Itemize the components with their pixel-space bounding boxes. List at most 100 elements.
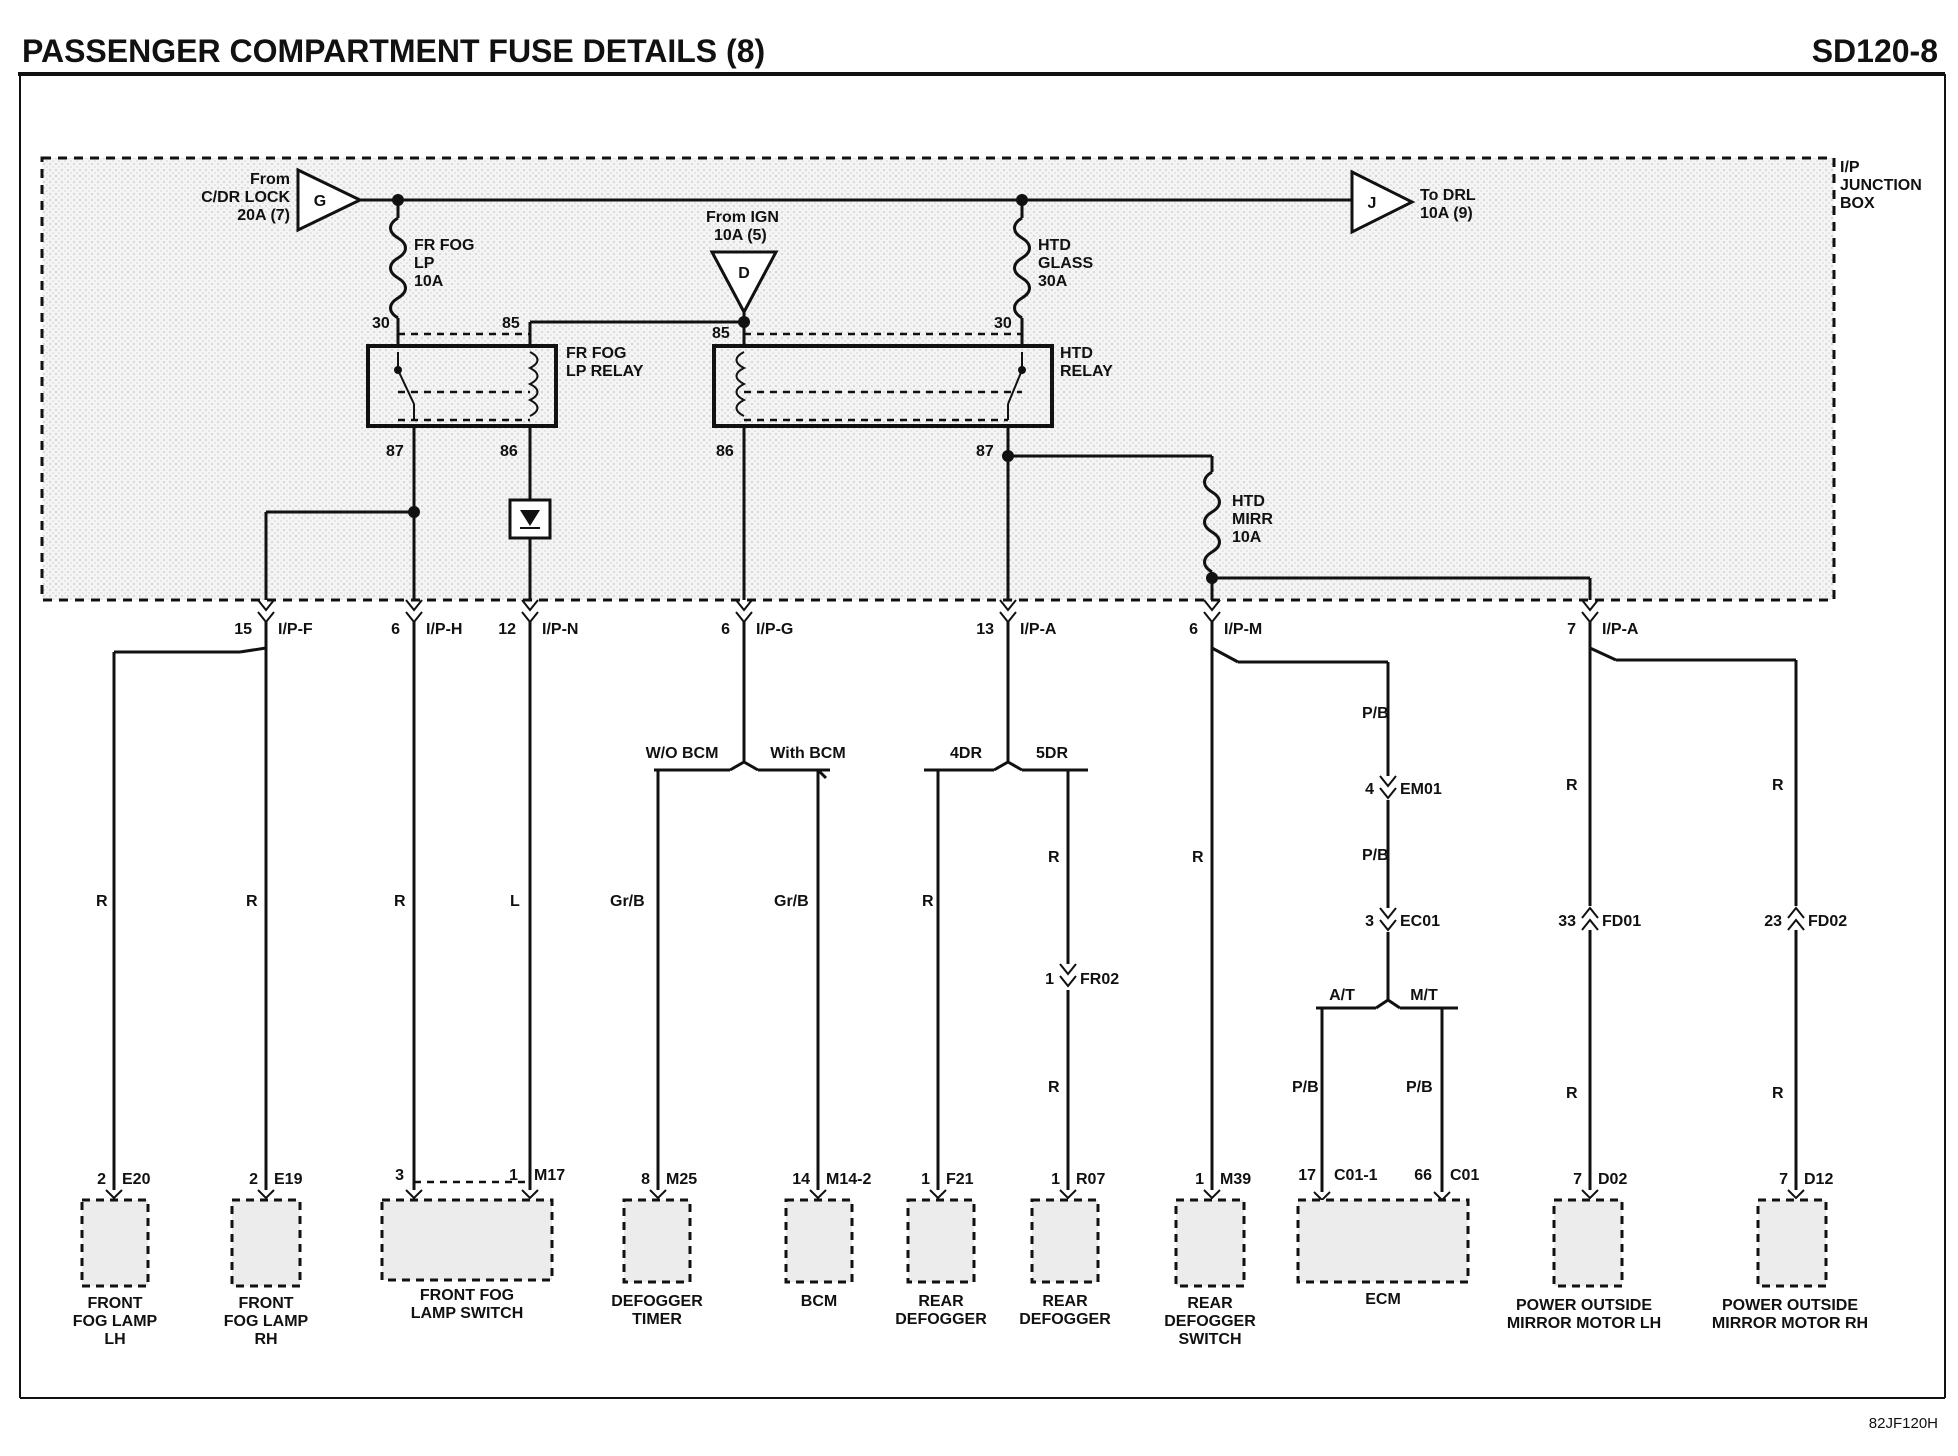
component-pin: 7 <box>1573 1171 1582 1188</box>
wire-color: R <box>1772 777 1784 794</box>
wire-color: L <box>510 893 520 910</box>
diode-icon <box>520 510 540 526</box>
source-j-letter: J <box>1368 195 1377 212</box>
wire <box>816 768 828 780</box>
component-connector: E20 <box>122 1171 151 1188</box>
component-connector: M17 <box>534 1167 565 1184</box>
split-label: 4DR <box>950 745 982 762</box>
relay-fog-pin: 86 <box>500 443 518 460</box>
source-j-label: To DRL <box>1420 187 1476 204</box>
wire-color: R <box>1566 777 1578 794</box>
component-label: TIMER <box>632 1311 682 1328</box>
component-pin: 3 <box>395 1167 404 1184</box>
component-label: FOG LAMP <box>73 1313 158 1330</box>
fuse-htd-glass-symbol <box>1013 216 1031 320</box>
connector-name: I/P-H <box>426 621 462 638</box>
component-rear-defogger-4dr: 1 F21 REAR DEFOGGER <box>895 1171 987 1328</box>
wire-color: Gr/B <box>610 893 645 910</box>
component-bcm: 14 M14-2 BCM <box>784 1171 871 1310</box>
component-pin: 1 <box>921 1171 930 1188</box>
relay-htd-pin: 30 <box>994 315 1012 332</box>
connector-pin: 23 <box>1764 913 1782 930</box>
connector-name: I/P-M <box>1224 621 1262 638</box>
connector-name: I/P-F <box>278 621 313 638</box>
relay-htd-pin: 87 <box>976 443 994 460</box>
component-connector: E19 <box>274 1171 303 1188</box>
split-label: A/T <box>1329 987 1355 1004</box>
source-g-label: From <box>250 171 290 188</box>
component-connector: D12 <box>1804 1171 1833 1188</box>
relay-htd-pin: 85 <box>712 325 730 342</box>
junction-box-label: BOX <box>1840 195 1875 212</box>
fuse-htd-mirr-label: HTD <box>1232 493 1265 510</box>
wire-color: R <box>922 893 934 910</box>
relay-htd-label: RELAY <box>1060 363 1113 380</box>
wire-color: R <box>1192 849 1204 866</box>
component-pin: 2 <box>249 1171 258 1188</box>
junction-box <box>40 156 1836 602</box>
wire-color: R <box>246 893 258 910</box>
wire-color: P/B <box>1292 1079 1319 1096</box>
wire-color: R <box>1048 849 1060 866</box>
connector-fd02: 23 FD02 <box>1764 906 1847 931</box>
connector-pin: 1 <box>1045 971 1054 988</box>
wire-color: Gr/B <box>774 893 809 910</box>
relay-fog-box <box>366 344 558 428</box>
component-label: POWER OUTSIDE <box>1516 1297 1652 1314</box>
source-g-label: C/DR LOCK <box>201 189 290 206</box>
component-rear-defogger-switch: 1 M39 REAR DEFOGGER SWITCH <box>1164 1171 1256 1348</box>
component-label: FRONT <box>87 1295 142 1312</box>
connector-ipa2: 7 I/P-A <box>1567 599 1639 638</box>
page-code: SD120-8 <box>1812 33 1938 69</box>
component-label: REAR <box>918 1293 964 1310</box>
connector-name: FD02 <box>1808 913 1847 930</box>
fuse-htd-mirr-label: 10A <box>1232 529 1262 546</box>
component-pin: 1 <box>1195 1171 1204 1188</box>
component-connector: M39 <box>1220 1171 1251 1188</box>
connector-name: EC01 <box>1400 913 1440 930</box>
component-label: MIRROR MOTOR RH <box>1712 1315 1868 1332</box>
component-connector: C01 <box>1450 1167 1479 1184</box>
connector-em01: 4 EM01 <box>1365 775 1442 800</box>
connector-name: I/P-A <box>1020 621 1057 638</box>
source-d-letter: D <box>738 265 750 282</box>
component-pin: 66 <box>1414 1167 1432 1184</box>
component-front-fog-lamp-lh: 2 E20 FRONT FOG LAMP LH <box>73 1171 158 1348</box>
relay-fog-pin: 85 <box>502 315 520 332</box>
connector-name: FD01 <box>1602 913 1641 930</box>
component-label: ECM <box>1365 1291 1401 1308</box>
wire-color: R <box>1566 1085 1578 1102</box>
source-j-triangle <box>1350 169 1416 235</box>
wire <box>1589 646 1617 662</box>
component-pin: 1 <box>1051 1171 1060 1188</box>
component-label: RH <box>254 1331 277 1348</box>
wire-color: R <box>1048 1079 1060 1096</box>
component-pin: 7 <box>1779 1171 1788 1188</box>
wire <box>1211 646 1239 664</box>
connector-fd01: 33 FD01 <box>1558 906 1641 931</box>
wire-color: P/B <box>1362 705 1389 722</box>
fuse-fr-fog-label: LP <box>414 255 435 272</box>
wire-color: P/B <box>1406 1079 1433 1096</box>
component-label: DEFOGGER <box>611 1293 703 1310</box>
component-front-fog-lamp-rh: 2 E19 FRONT FOG LAMP RH <box>224 1171 309 1348</box>
source-d-label: From IGN <box>706 209 779 226</box>
component-connector: D02 <box>1598 1171 1627 1188</box>
component-label: DEFOGGER <box>1164 1313 1256 1330</box>
component-connector: C01-1 <box>1334 1167 1378 1184</box>
connector-pin: 3 <box>1365 913 1374 930</box>
fuse-fr-fog-symbol <box>389 216 407 320</box>
component-pin: 2 <box>97 1171 106 1188</box>
connector-ec01: 3 EC01 <box>1365 907 1440 932</box>
connector-ipm: 6 I/P-M <box>1189 599 1262 638</box>
relay-fog-coil <box>527 351 539 417</box>
relay-fog-pin: 87 <box>386 443 404 460</box>
wire <box>993 760 1009 772</box>
component-label: FRONT <box>238 1295 293 1312</box>
component-label: REAR <box>1187 1295 1233 1312</box>
connector-pin: 7 <box>1567 621 1576 638</box>
connector-pin: 6 <box>1189 621 1198 638</box>
connector-name: I/P-A <box>1602 621 1639 638</box>
component-rear-defogger-5dr: 1 R07 REAR DEFOGGER <box>1019 1171 1111 1328</box>
component-ecm: 17 C01-1 66 C01 ECM <box>1296 1167 1479 1308</box>
